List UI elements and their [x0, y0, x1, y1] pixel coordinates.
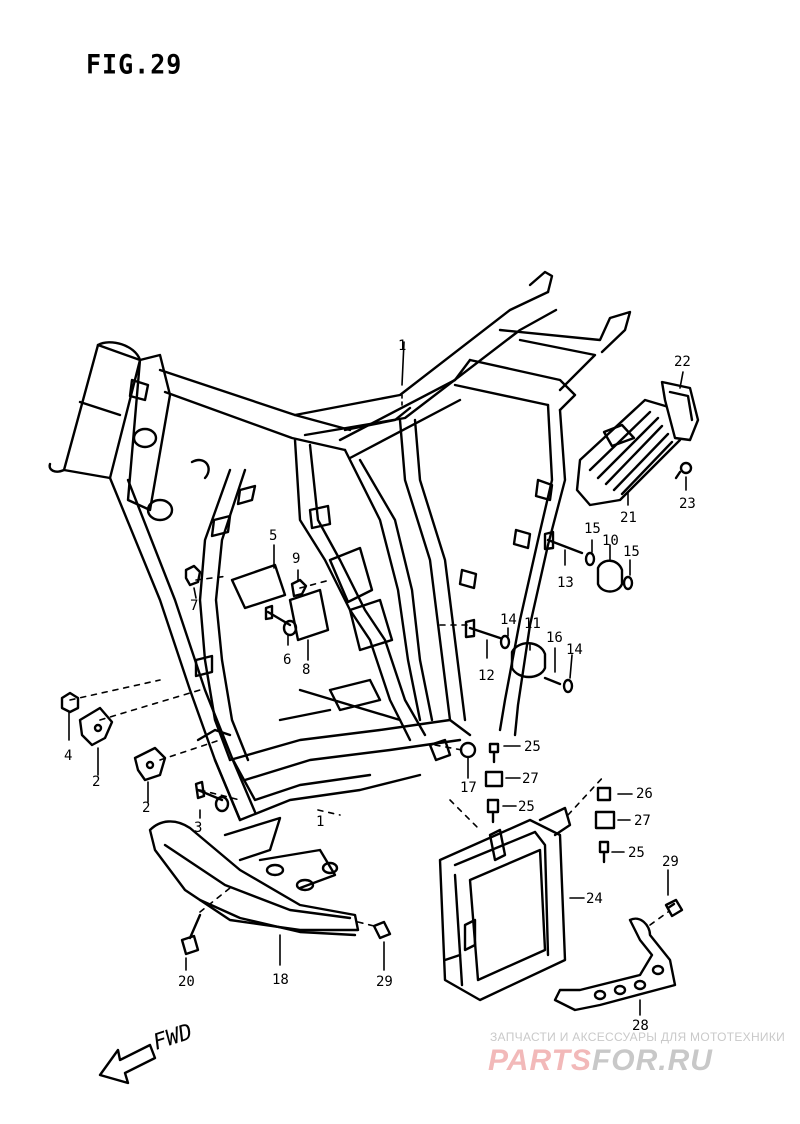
- callout-7: 7: [190, 598, 198, 614]
- callout-25: 25: [524, 739, 541, 755]
- main-frame-drawing: [48, 270, 632, 822]
- callout-1: 1: [316, 814, 324, 830]
- watermark-logo-part2: FOR.RU: [591, 1044, 713, 1077]
- oil-cooler-drawing: [575, 380, 700, 507]
- callout-labels: 1 1 2 2 3 4 5 6 7 8 9 10 11 12 13 14 14 …: [64, 338, 696, 1034]
- callout-24: 24: [586, 891, 603, 907]
- callout-28: 28: [632, 1018, 649, 1034]
- watermark-caption: ЗАПЧАСТИ И АКСЕССУАРЫ ДЛЯ МОТОТЕХНИКИ: [490, 1030, 786, 1044]
- callout-14: 14: [500, 612, 517, 628]
- watermark-logo-part1: PARTS: [488, 1044, 592, 1077]
- callout-15: 15: [623, 544, 640, 560]
- callout-21: 21: [620, 510, 637, 526]
- callout-27: 27: [634, 813, 651, 829]
- callout-8: 8: [302, 662, 310, 678]
- callout-4: 4: [64, 748, 72, 764]
- callout-18: 18: [272, 972, 289, 988]
- forward-arrow-icon: [98, 1043, 157, 1085]
- cooler-drawing: [438, 806, 572, 1002]
- callout-3: 3: [194, 820, 202, 836]
- callout-1: 1: [398, 338, 406, 354]
- callout-14: 14: [566, 642, 583, 658]
- figure-title: FIG.29: [86, 49, 183, 80]
- watermark-logo: PARTSFOR.RU: [488, 1044, 713, 1078]
- callout-29: 29: [662, 854, 679, 870]
- callout-2: 2: [92, 774, 100, 790]
- callout-25: 25: [628, 845, 645, 861]
- callout-6: 6: [283, 652, 291, 668]
- callout-13: 13: [557, 575, 574, 591]
- callout-15: 15: [584, 521, 601, 537]
- callout-12: 12: [478, 668, 495, 684]
- small-parts-drawing: [60, 530, 676, 956]
- callout-10: 10: [602, 533, 619, 549]
- fwd-label: FWD: [150, 1020, 196, 1056]
- callout-16: 16: [546, 630, 563, 646]
- callout-25: 25: [518, 799, 535, 815]
- callout-29: 29: [376, 974, 393, 990]
- forward-direction-indicator: FWD: [98, 1020, 196, 1085]
- mount-bracket-drawing: [553, 898, 684, 1012]
- callout-23: 23: [679, 496, 696, 512]
- leader-lines: [68, 341, 687, 1016]
- callout-11: 11: [524, 616, 541, 632]
- callout-22: 22: [674, 354, 691, 370]
- callout-26: 26: [636, 786, 653, 802]
- callout-2: 2: [142, 800, 150, 816]
- callout-5: 5: [269, 528, 277, 544]
- callout-17: 17: [460, 780, 477, 796]
- skid-plate-drawing: [148, 816, 360, 937]
- callout-27: 27: [522, 771, 539, 787]
- callout-9: 9: [292, 551, 300, 567]
- callout-20: 20: [178, 974, 195, 990]
